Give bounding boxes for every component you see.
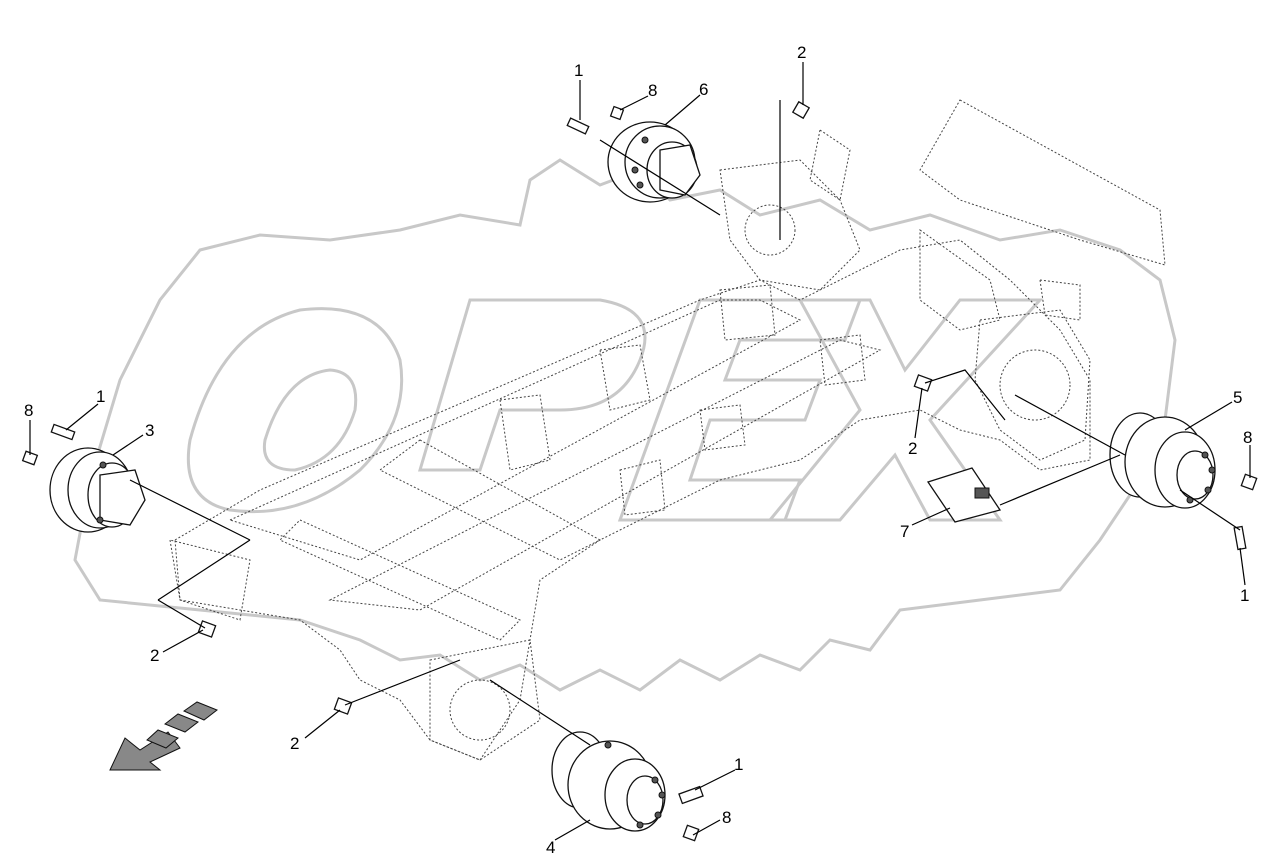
label-2-mid: 2 bbox=[908, 439, 917, 458]
label-3: 3 bbox=[145, 421, 154, 440]
label-2-bottom: 2 bbox=[290, 734, 299, 753]
label-4: 4 bbox=[546, 838, 555, 857]
kit-bag bbox=[926, 467, 1002, 523]
label-2-top: 2 bbox=[797, 43, 806, 62]
direction-arrow-icon bbox=[109, 701, 219, 771]
fasteners bbox=[21, 100, 1258, 842]
label-1-left: 1 bbox=[96, 387, 105, 406]
leader-lines bbox=[29, 62, 1251, 841]
label-6: 6 bbox=[699, 80, 708, 99]
label-1-right: 1 bbox=[1240, 586, 1249, 605]
label-8-left: 8 bbox=[24, 401, 33, 420]
motor-top bbox=[607, 121, 701, 203]
label-1-top: 1 bbox=[574, 61, 583, 80]
label-2-left: 2 bbox=[150, 646, 159, 665]
label-8-top: 8 bbox=[648, 81, 657, 100]
motor-left bbox=[49, 447, 146, 533]
label-1-bottom: 1 bbox=[734, 755, 743, 774]
label-5: 5 bbox=[1233, 388, 1242, 407]
label-8-bottom: 8 bbox=[722, 808, 731, 827]
label-8-right: 8 bbox=[1243, 428, 1252, 447]
motor-right bbox=[1109, 412, 1216, 509]
label-7: 7 bbox=[900, 522, 909, 541]
callout-labels: 1 8 6 2 8 1 3 5 8 2 7 1 2 2 1 8 4 bbox=[24, 43, 1252, 857]
motor-bottom bbox=[551, 731, 666, 832]
